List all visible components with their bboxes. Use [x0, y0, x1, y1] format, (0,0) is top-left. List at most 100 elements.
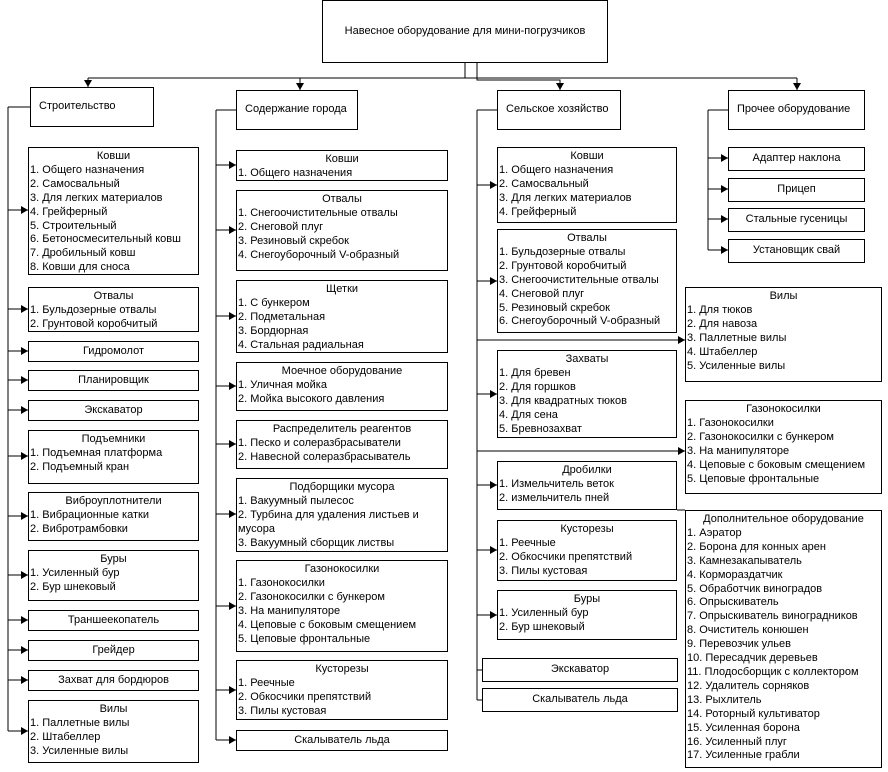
list-item: 11. Плодосборщик с коллектором — [687, 665, 859, 678]
box-label: Экскаватор — [550, 663, 610, 676]
list-item: 1. Измельчитель веток — [499, 477, 614, 490]
box-title: Буры — [100, 553, 127, 565]
arrowhead — [721, 215, 728, 223]
list-item: мусора — [238, 522, 276, 535]
list-item: 3. Бордюрная — [238, 324, 309, 337]
list-item: 12. Удалитель сорняков — [687, 679, 810, 692]
list-item: 1. Снегоочистительные отвалы — [238, 206, 398, 219]
arrowhead — [296, 83, 304, 90]
column-head-other: Прочее оборудование — [728, 90, 865, 130]
list-item: 3. Камнезакапыватель — [687, 554, 802, 567]
list-item: 6. Опрыскиватель — [687, 596, 779, 609]
list-item: 8. Очиститель конюшен — [687, 624, 809, 637]
list-item: 3. Для легких материалов — [30, 191, 163, 204]
box-construction-траншеекопатель: Траншеекопатель — [28, 610, 199, 631]
box-title: Отвалы — [567, 232, 607, 244]
connector-line — [476, 63, 561, 90]
list-item: 2. Газонокосилки с бункером — [687, 430, 834, 443]
list-item: 2. Вибротрамбовки — [30, 522, 128, 535]
arrowhead — [21, 646, 28, 654]
list-item: 3. На манипуляторе — [687, 444, 790, 457]
box-title: Кусторезы — [315, 663, 369, 675]
column-head-agro: Сельское хозяйство — [497, 90, 621, 130]
arrowhead — [21, 512, 28, 520]
list-item: 1. Для тюков — [687, 303, 753, 316]
list-item: 3. Снегоочистительные отвалы — [499, 273, 659, 286]
box-label: Сельское хозяйство — [506, 103, 609, 116]
box-title: Отвалы — [93, 290, 134, 302]
box-title: Отвалы — [322, 193, 362, 205]
list-item: 1. Подъемная платформа — [30, 446, 163, 459]
box-label: Установщик свай — [752, 244, 841, 257]
list-item: 4. Штабеллер — [687, 345, 758, 358]
list-item: 1. Реечные — [499, 536, 556, 549]
arrowhead — [490, 181, 497, 189]
list-item: 5. Цеповые фронтальные — [687, 472, 820, 485]
list-item: 1. Усиленный бур — [30, 566, 120, 579]
box-title: Вилы — [99, 703, 128, 715]
list-item: 8. Ковши для сноса — [30, 261, 130, 274]
list-item: 1. Бульдозерные отвалы — [499, 245, 626, 258]
arrowhead — [229, 440, 236, 448]
list-item: 14. Роторный культиватор — [687, 707, 820, 720]
box-other-установщик-свай: Установщик свай — [728, 239, 865, 263]
list-item: 1. Песко и солеразбрасыватели — [238, 436, 401, 449]
list-item: 3. Вакуумный сборщик листвы — [238, 536, 395, 549]
arrowhead — [556, 83, 564, 90]
list-item: 2. Турбина для удаления листьев и — [238, 508, 419, 521]
list-item: 4. Цеповые с боковым смещением — [687, 458, 866, 471]
box-agro-экскаватор: Экскаватор — [482, 658, 678, 682]
box-label: Планировщик — [78, 373, 149, 386]
list-item: 2. Бур шнековый — [499, 620, 585, 633]
box-title: Подборщики мусора — [289, 481, 395, 493]
box-label: Экскаватор — [84, 403, 143, 416]
list-item: 5. Усиленные вилы — [687, 359, 786, 372]
box-label: Захват для бордюров — [58, 673, 169, 686]
list-item: 5. Строительный — [30, 219, 117, 232]
list-item: 7. Дробильный ковш — [30, 247, 136, 260]
list-item: 1. Газонокосилки — [687, 416, 774, 429]
box-title: Распределитель реагентов — [272, 423, 412, 435]
list-item: 1. Вакуумный пылесос — [238, 494, 354, 507]
list-item: 10. Пересадчик деревьев — [687, 652, 818, 665]
column-head-city: Содержание города — [236, 90, 358, 130]
box-construction-планировщик: Планировщик — [28, 370, 199, 391]
arrowhead — [21, 206, 28, 214]
arrowhead — [229, 510, 236, 518]
arrowhead — [229, 602, 236, 610]
box-title: Захваты — [565, 353, 609, 365]
list-item: 1. С бункером — [238, 296, 310, 309]
arrowhead — [229, 226, 236, 234]
list-item: 2. Обкосчики препятствий — [238, 690, 372, 703]
list-item: 1. Усиленный бур — [499, 606, 589, 619]
arrowhead — [490, 277, 497, 285]
arrowhead — [21, 406, 28, 414]
list-item: 2. Грунтовой коробчитый — [499, 259, 627, 272]
list-item: 4. Снеговой плуг — [499, 287, 585, 300]
list-item: 3. Резиновый скребок — [238, 234, 349, 247]
column-head-construction: Строительство — [30, 87, 154, 127]
arrowhead — [229, 686, 236, 694]
list-item: 3. На манипуляторе — [238, 604, 341, 617]
arrowhead — [490, 546, 497, 554]
arrowhead — [721, 246, 728, 254]
list-item: 3. Паллетные вилы — [687, 331, 787, 344]
box-label: Скалыватель льда — [532, 693, 628, 706]
list-item: 1. Аэратор — [687, 526, 742, 539]
list-item: 2. Самосвальный — [30, 177, 120, 190]
arrowhead — [21, 616, 28, 624]
list-item: 2. Обкосчики препятствий — [499, 550, 633, 563]
arrowhead — [21, 376, 28, 384]
